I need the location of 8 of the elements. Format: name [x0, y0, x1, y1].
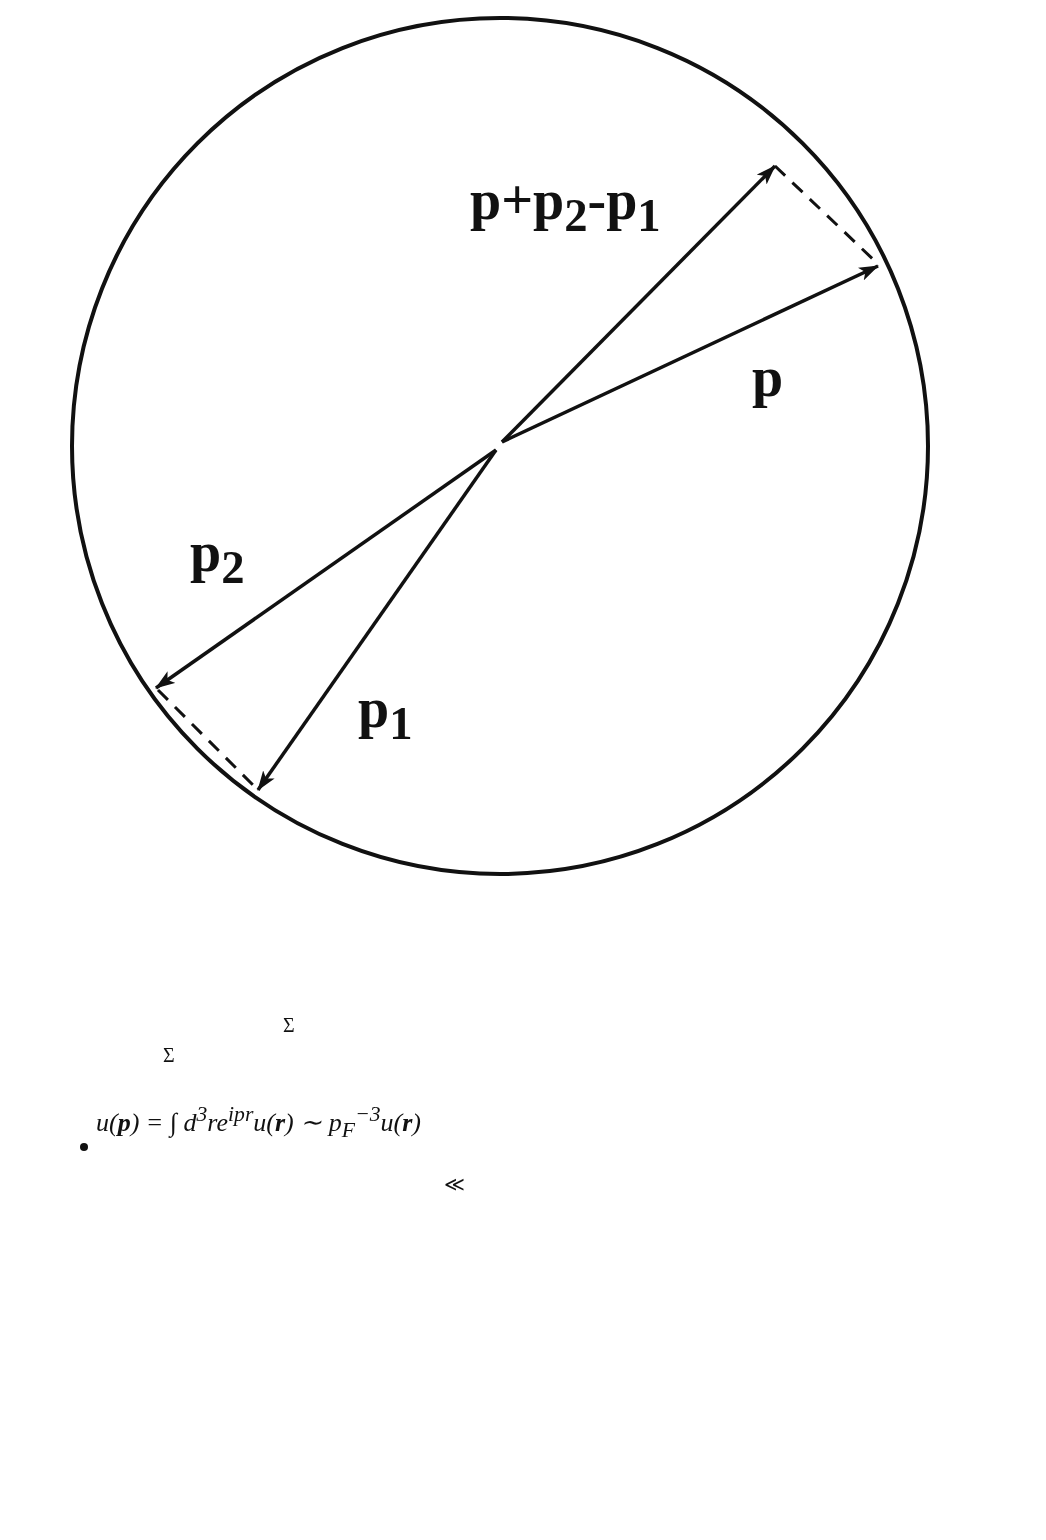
- vector-label: p+p$_{2}$-p$_{1}$: [470, 168, 661, 243]
- equation: u(p) = ∫ d$^{3}$re$^{ipr}$u(r) ∼ p$_{F}$$^{−3}$u(r): [96, 1102, 421, 1143]
- vector-label: p$_{1}$: [358, 676, 413, 751]
- sum-symbol: Σ: [283, 1014, 295, 1037]
- sum-symbol: Σ: [163, 1044, 175, 1067]
- vector-label: p$_{2}$: [190, 520, 245, 595]
- much-less-than-symbol: ≪: [444, 1172, 465, 1196]
- vector-label: p: [752, 345, 784, 409]
